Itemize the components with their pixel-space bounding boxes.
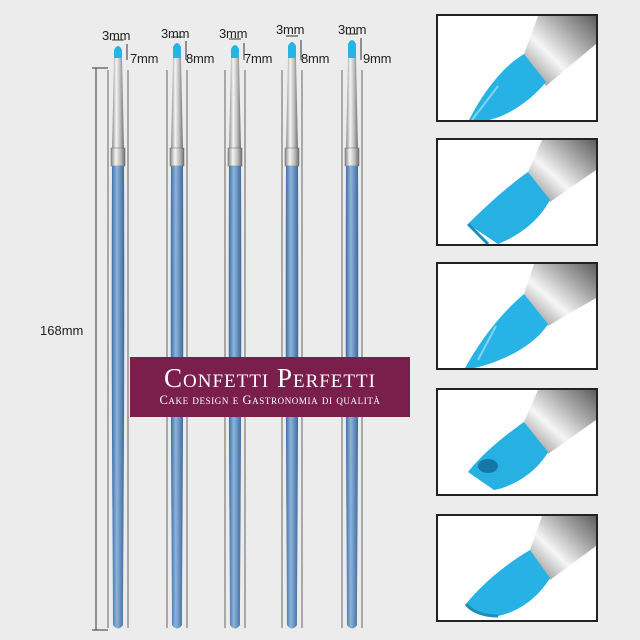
brush-5 [341,33,363,629]
brush-1-handle [111,166,125,629]
brush-1-width-label: 3mm [102,28,131,43]
tip-closeup-1 [436,14,598,122]
brush-4-tip [288,42,296,58]
brush-3-tip [231,45,239,58]
brush-4 [281,35,303,629]
brush-1 [107,39,129,629]
brush-4-width-label: 3mm [276,22,305,37]
brush-3 [224,38,246,629]
length-label: 168mm [40,323,84,338]
brush-1-ferrule-band [110,147,126,167]
brush-1-ferrule [112,58,124,150]
brush-4-height-label: 8mm [301,51,330,66]
brush-4-ferrule-band [284,147,300,167]
tip-closeup-4 [436,388,598,496]
brushes-illustration [92,33,363,631]
brand-banner: Confetti Perfetti Cake design e Gastrono… [130,357,410,417]
brush-3-ferrule [229,58,241,150]
tip-closeup-5 [436,514,598,622]
brush-2-ferrule [171,58,183,150]
brush-5-width-label: 3mm [338,22,367,37]
length-dimension [92,67,108,631]
brush-4-ferrule [286,58,298,150]
brush-5-ferrule [346,58,358,150]
brush-5-ferrule-band [344,147,360,167]
brush-2-ferrule-band [169,147,185,167]
brand-subtitle: Cake design e Gastronomia di qualità [159,393,381,407]
brush-3-width-label: 3mm [219,26,248,41]
brush-3-height-label: 7mm [244,51,273,66]
brush-1-tip [114,46,122,58]
brush-3-ferrule-band [227,147,243,167]
brush-2 [166,36,188,629]
brand-title: Confetti Perfetti [164,363,376,393]
brush-2-width-label: 3mm [161,26,190,41]
brush-5-height-label: 9mm [363,51,392,66]
tip-closeup-3 [436,262,598,370]
brush-2-height-label: 8mm [186,51,215,66]
brush-1-height-label: 7mm [130,51,159,66]
brush-2-tip [173,43,181,58]
brush-5-tip [348,40,356,58]
tip-closeup-2 [436,138,598,246]
